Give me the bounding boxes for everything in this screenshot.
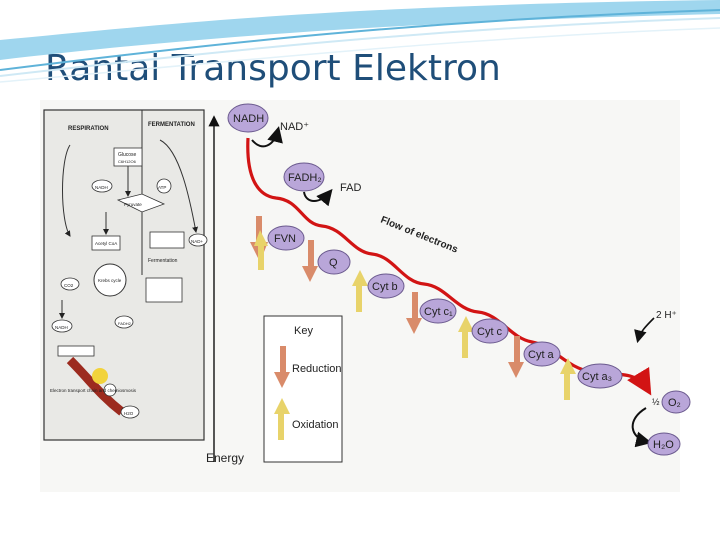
inset-fermentation-products: Fermentation [148, 258, 178, 264]
carrier-cyt-a3-label: Cyt a₃ [582, 371, 612, 383]
carrier-q-label: Q [329, 257, 338, 269]
energy-axis: Energy [206, 115, 244, 465]
inset-nadh-top: NADH [95, 185, 108, 190]
fadh2-label: FADH₂ [288, 172, 322, 184]
carrier-cyt-a: Cyt a [508, 336, 561, 378]
carrier-cyt-c: Cyt c [458, 316, 509, 358]
inset-krebs-cycle: Krebs cycle [98, 278, 122, 283]
key-reduction-label: Reduction [292, 363, 342, 375]
carrier-fvn: FVN [250, 216, 305, 270]
flow-of-electrons-label: Flow of electrons [379, 215, 460, 256]
nadh-oxidation-arrow [251, 126, 283, 148]
carrier-q: Q [302, 240, 351, 282]
two-h-arrow [634, 317, 655, 344]
key-box: Key Reduction Oxidation [263, 315, 343, 463]
carrier-cyt-c1-label: Cyt c₁ [424, 306, 453, 318]
fad-label: FAD [340, 182, 361, 194]
carrier-cyt-c-label: Cyt c [477, 326, 503, 338]
inset-nad: NAD+ [191, 239, 204, 244]
carrier-cyt-c1: Cyt c₁ [406, 292, 457, 334]
inset-fadh2: FADH2 [118, 321, 132, 326]
nadh-label: NADH [233, 113, 264, 125]
carrier-cyt-a3: Cyt a₃ [560, 358, 623, 400]
h2o-node: H₂O [647, 432, 681, 456]
o2-reduction-arrow [631, 407, 652, 448]
key-oxidation-arrow [274, 398, 290, 440]
inset-co2: CO2 [64, 283, 74, 288]
inset-nadh-bottom: NADH [55, 325, 68, 330]
energy-axis-label: Energy [206, 451, 244, 465]
inset-pyruvate: Pyruvate [124, 202, 142, 207]
carrier-fvn-label: FVN [274, 233, 296, 245]
key-reduction-arrow [274, 346, 290, 388]
half-label: ½ [652, 397, 660, 407]
inset-glucose-formula: C6H12O6 [118, 159, 137, 164]
fadh2-node: FADH₂ [283, 162, 325, 192]
carrier-cyt-b: Cyt b [352, 270, 405, 312]
h2o-label: H₂O [653, 439, 674, 451]
o2-label: O₂ [668, 397, 681, 409]
key-oxidation-label: Oxidation [292, 419, 338, 431]
inset-h2o: H2O [124, 411, 134, 416]
o2-node: O₂ [661, 390, 691, 414]
fadh2-oxidation-arrow [303, 188, 333, 207]
carrier-cyt-b-label: Cyt b [372, 281, 398, 293]
carrier-cyt-a-label: Cyt a [528, 349, 555, 361]
key-title: Key [294, 325, 313, 337]
header-swoosh [0, 0, 720, 83]
electron-flow-curve [246, 137, 652, 396]
inset-etc-label: Electron transport chain and chemiosmosi… [50, 388, 137, 393]
inset-atp-top: ATP [158, 185, 166, 190]
inset-fermentation-label: FERMENTATION [148, 122, 195, 128]
metabolism-inset: RESPIRATION FERMENTATION Glucose C6H12O6… [43, 109, 208, 441]
inset-glucose-label: Glucose [118, 152, 137, 158]
nadh-node: NADH [227, 103, 269, 133]
two-h-plus-label: 2 H⁺ [656, 310, 677, 321]
inset-acetyl-coa: Acetyl CoA [95, 241, 117, 246]
inset-respiration-label: RESPIRATION [68, 126, 109, 132]
nad-plus-label: NAD⁺ [280, 121, 309, 133]
